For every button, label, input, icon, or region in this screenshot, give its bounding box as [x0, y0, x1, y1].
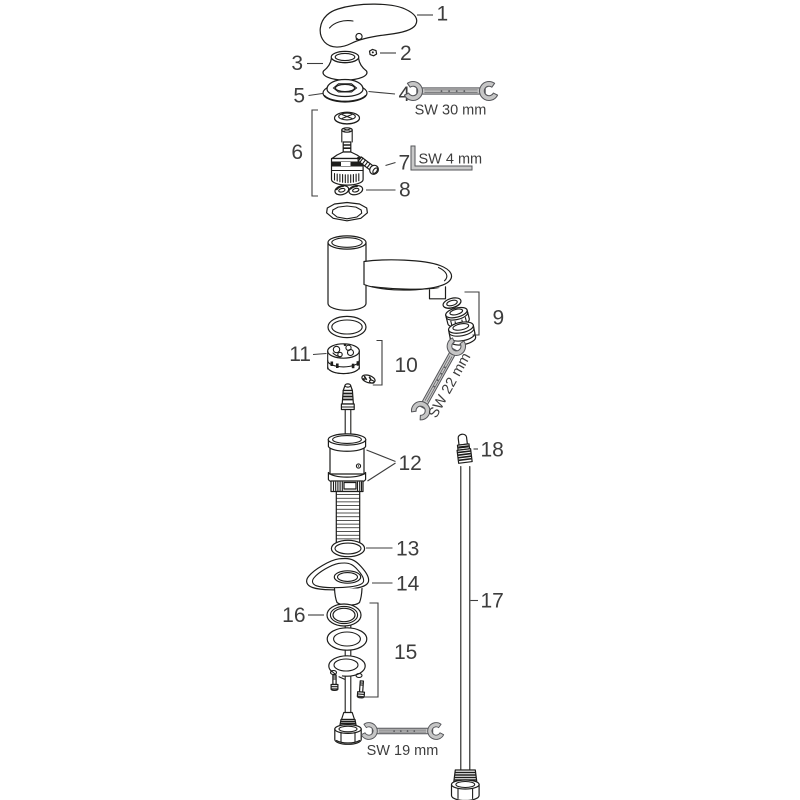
part-label-5: 5: [293, 85, 305, 108]
part-16-washer: [326, 603, 362, 627]
part-label-9: 9: [493, 307, 505, 330]
open-end-wrench-sw19-icon: [360, 720, 445, 742]
part-18-hose-connector: [456, 433, 473, 464]
shank-hose-end: [334, 711, 362, 745]
part-12-shank-column: [327, 433, 367, 493]
stem-tip: [340, 383, 355, 436]
part-11-diverter-cartridge: [327, 343, 360, 375]
bracket-part-10: [372, 339, 383, 386]
part-4-5-cartridge-nut: [322, 78, 368, 103]
body-o-ring: [327, 315, 367, 339]
rubber-washer: [326, 627, 368, 651]
part-label-4: 4: [399, 83, 411, 106]
bracket-part-9: [464, 291, 480, 336]
leader-part-5: [308, 92, 323, 97]
bracket-part-6: [311, 109, 318, 197]
part-label-17: 17: [481, 590, 504, 613]
part-14-stabiliser-plate: [306, 557, 370, 606]
part-label-7: 7: [399, 152, 411, 175]
part-8-clip: [334, 184, 364, 196]
part-label-15: 15: [394, 641, 417, 664]
part-label-13: 13: [396, 538, 419, 561]
bracket-part-15: [358, 602, 379, 698]
tool-label-sw30: SW 30 mm: [415, 103, 487, 119]
part-3-escutcheon-ring: [322, 50, 368, 81]
leader-part-11: [312, 352, 327, 356]
part-label-10: 10: [395, 354, 418, 377]
leader-part-7: [385, 161, 396, 167]
base-gasket: [326, 201, 368, 222]
tool-label-sw4: SW 4 mm: [419, 152, 483, 168]
part-label-2: 2: [400, 42, 412, 65]
part-13-o-ring: [330, 539, 366, 558]
part-6-cartridge: [330, 127, 364, 186]
part-6-cap-ring: [333, 111, 361, 125]
part-label-14: 14: [396, 573, 420, 596]
part-label-12: 12: [399, 452, 422, 475]
leader-part-12: [366, 449, 396, 482]
part-9-aerator-set: [442, 297, 477, 346]
tool-label-sw19: SW 19 mm: [367, 743, 439, 759]
part-label-8: 8: [399, 179, 411, 202]
part-7-screw: [357, 156, 379, 175]
open-end-wrench-sw30-icon: [403, 79, 499, 104]
allen-key-sw4-icon: [410, 145, 473, 171]
part-15-mounting-set: [328, 655, 366, 699]
part-label-3: 3: [291, 52, 303, 75]
part-10-small-fitting: [361, 374, 376, 384]
part-17-hose: [450, 465, 480, 800]
part-label-16: 16: [282, 604, 305, 627]
part-label-6: 6: [291, 141, 303, 164]
leader-part-4: [368, 90, 396, 95]
part-1-lever-handle: [319, 3, 418, 48]
part-label-11: 11: [289, 343, 311, 366]
part-label-1: 1: [437, 3, 449, 26]
spout-body: [327, 235, 453, 311]
part-label-18: 18: [481, 439, 504, 462]
part-2-grub-screw: [368, 48, 378, 57]
